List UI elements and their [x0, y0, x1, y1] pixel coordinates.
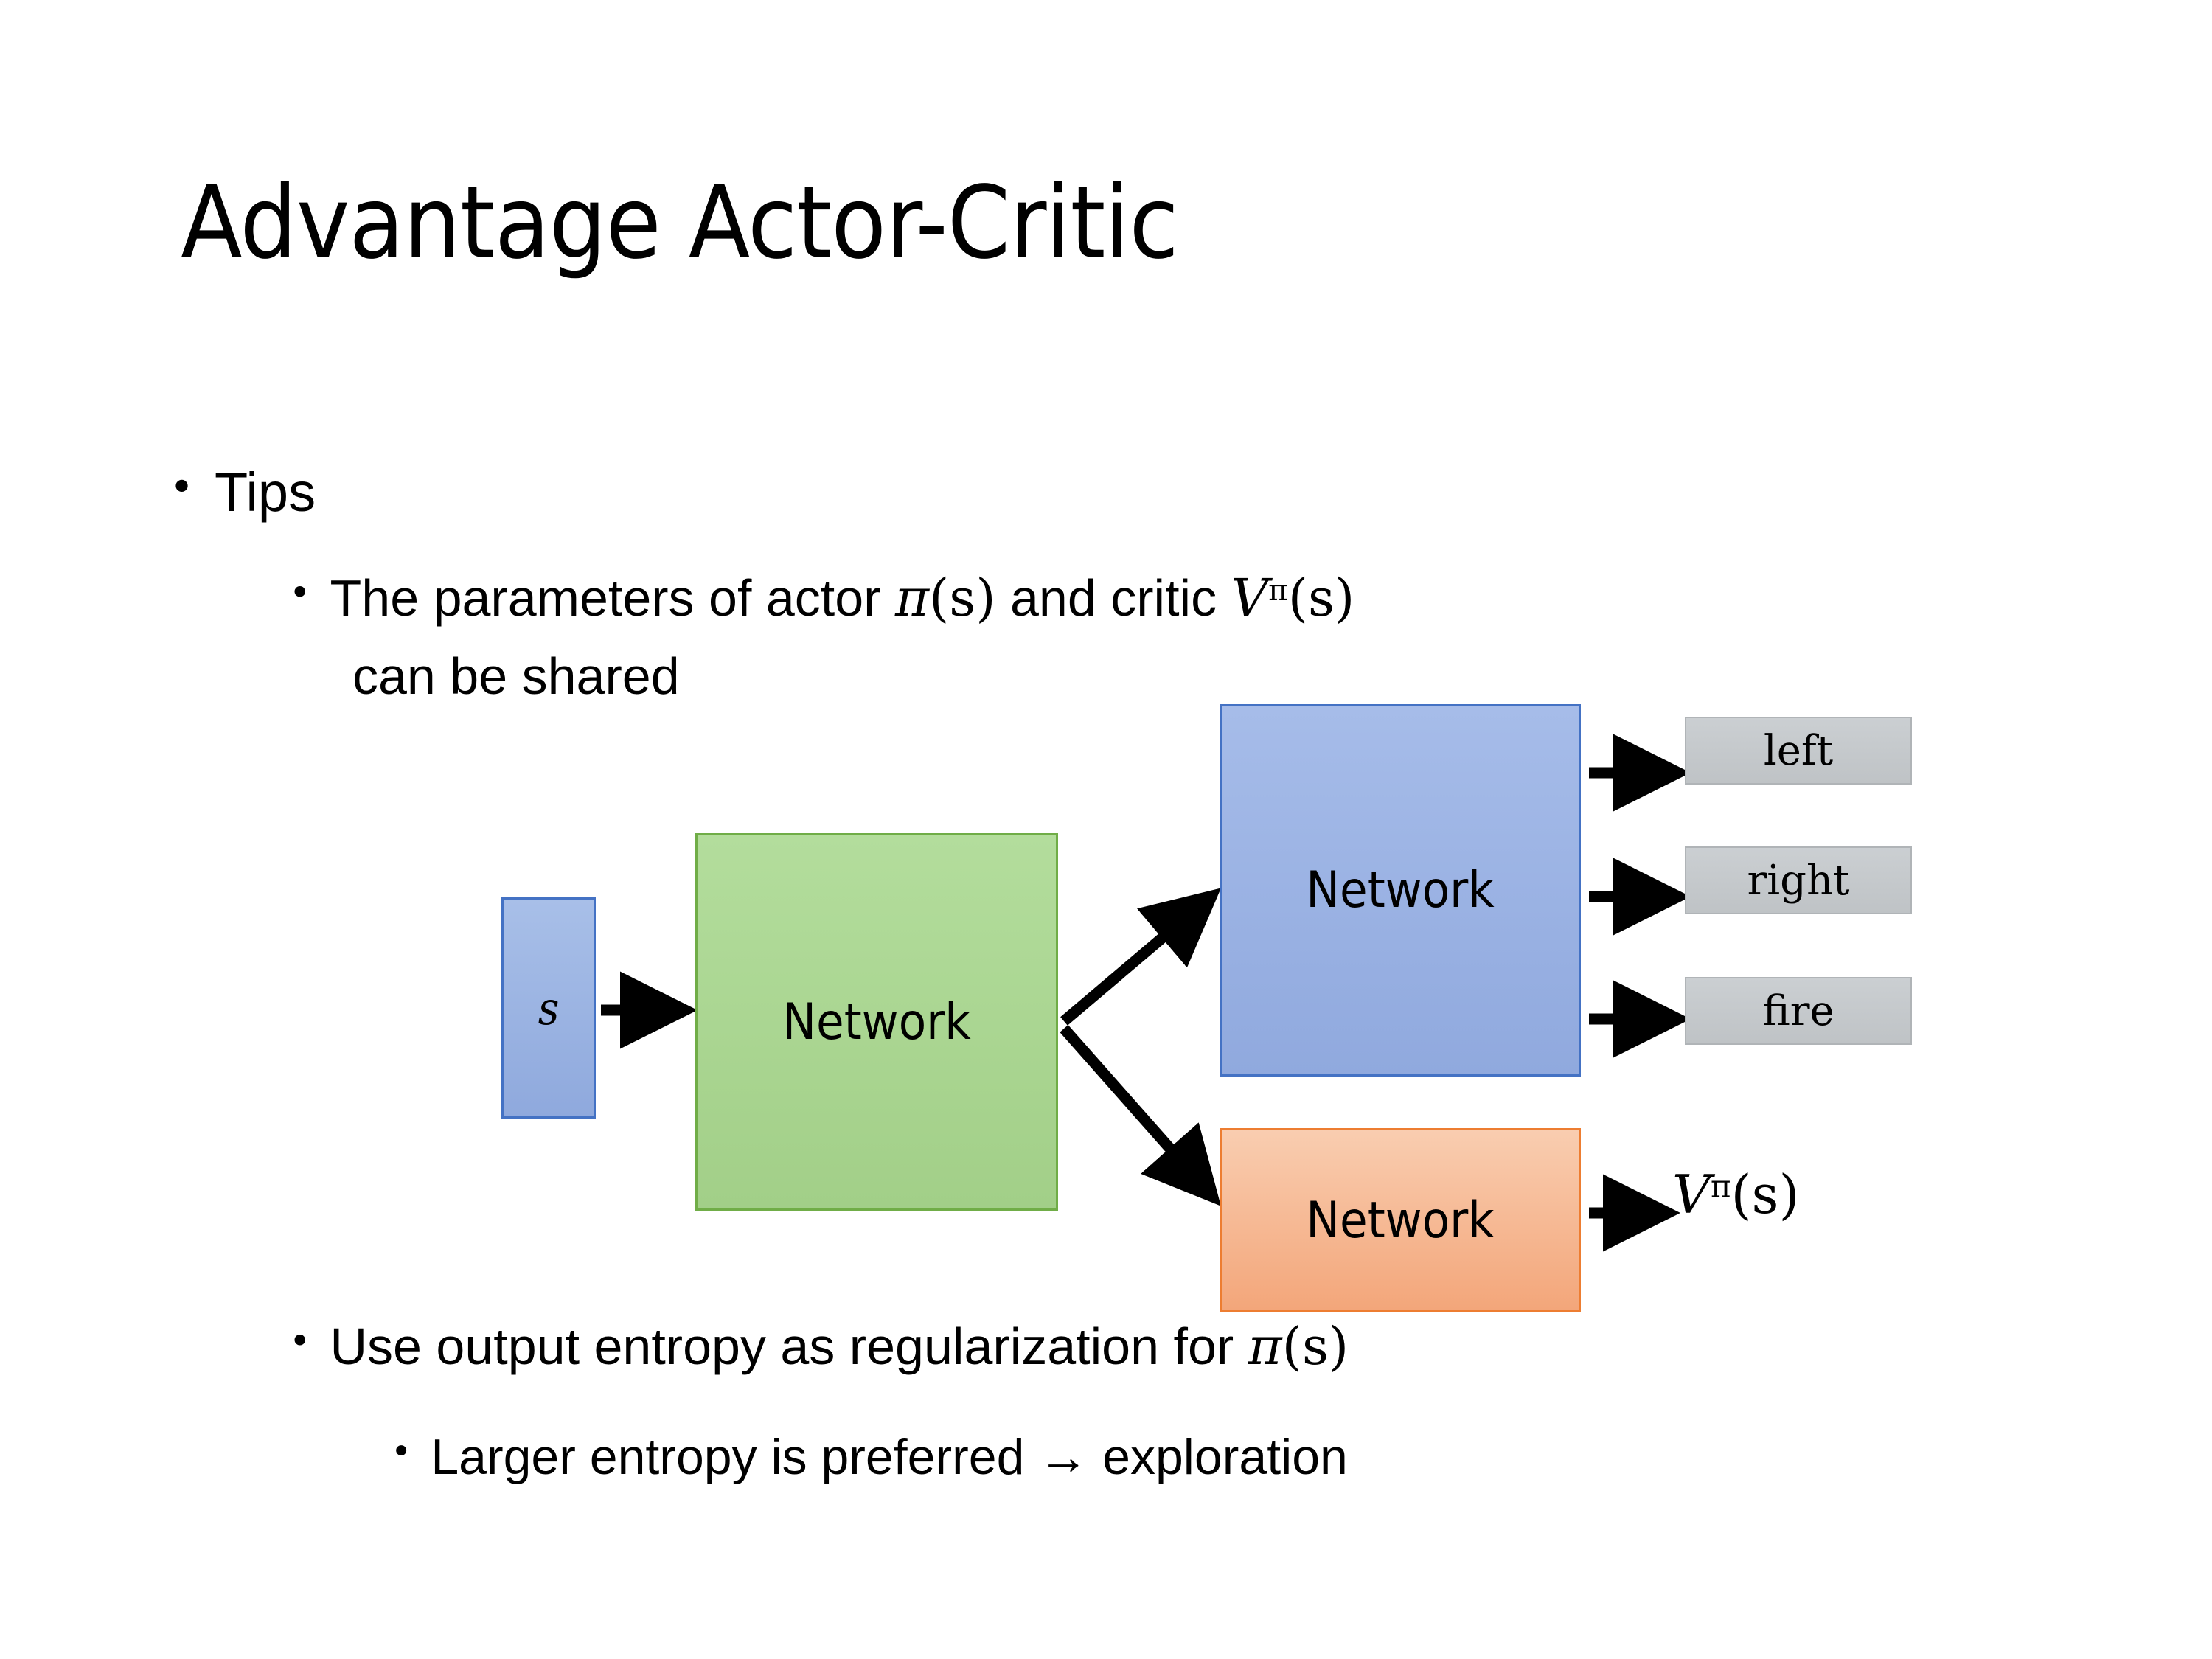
bullet-shared-parameters: • The parameters of actor π(s) and criti…: [289, 569, 1354, 627]
bullet-larger-entropy-label: Larger entropy is preferred → exploratio…: [431, 1429, 1348, 1485]
bullet-tips-label: Tips: [215, 462, 316, 523]
action-label-right: right: [1747, 856, 1850, 905]
critic-output-superscript: π: [1711, 1168, 1731, 1205]
state-input-label: s: [538, 981, 560, 1035]
bullet-tips: • Tips: [170, 462, 316, 524]
state-input-box: s: [501, 897, 596, 1119]
bullet-shared-parameters-line2: can be shared: [352, 647, 680, 705]
bullet-marker-icon: •: [170, 464, 195, 512]
math-policy-pi: π(s): [1248, 1316, 1349, 1377]
bullet-entropy-text: Use output entropy as regularization for…: [330, 1318, 1349, 1375]
bullet-larger-entropy: • Larger entropy is preferred → explorat…: [391, 1429, 1348, 1485]
math-critic-superscript: π: [1268, 571, 1288, 608]
arrow-shared-to-critic: [1060, 1025, 1221, 1206]
bullet-marker-icon: •: [391, 1431, 412, 1472]
critic-network-box: Network: [1220, 1128, 1581, 1312]
math-actor-policy: π(s): [894, 568, 996, 628]
critic-network-label: Network: [1306, 1191, 1495, 1250]
actor-network-box: Network: [1220, 704, 1581, 1077]
bullet-middle-text: and critic: [995, 569, 1231, 627]
page-title: Advantage Actor-Critic: [181, 165, 1179, 282]
bullet-marker-icon: •: [289, 1320, 311, 1363]
shared-network-label: Network: [782, 992, 971, 1051]
bullet-entropy-regularization: • Use output entropy as regularization f…: [289, 1318, 1349, 1375]
action-box-fire: fire: [1685, 977, 1912, 1045]
math-critic-value: Vπ(s): [1231, 568, 1355, 628]
bullet-marker-icon: •: [289, 571, 311, 614]
bullet-prefix-text: The parameters of actor: [330, 569, 895, 627]
action-box-right: right: [1685, 846, 1912, 914]
action-label-fire: fire: [1762, 987, 1834, 1035]
action-label-left: left: [1763, 726, 1834, 775]
critic-output-value: Vπ(s): [1672, 1164, 1800, 1225]
action-box-left: left: [1685, 717, 1912, 785]
arrow-shared-to-actor: [1060, 888, 1222, 1026]
bullet-entropy-prefix: Use output entropy as regularization for: [330, 1318, 1248, 1375]
bullet-shared-parameters-text: The parameters of actor π(s) and critic …: [330, 569, 1355, 627]
actor-network-label: Network: [1306, 861, 1495, 919]
shared-network-box: Network: [695, 833, 1058, 1211]
